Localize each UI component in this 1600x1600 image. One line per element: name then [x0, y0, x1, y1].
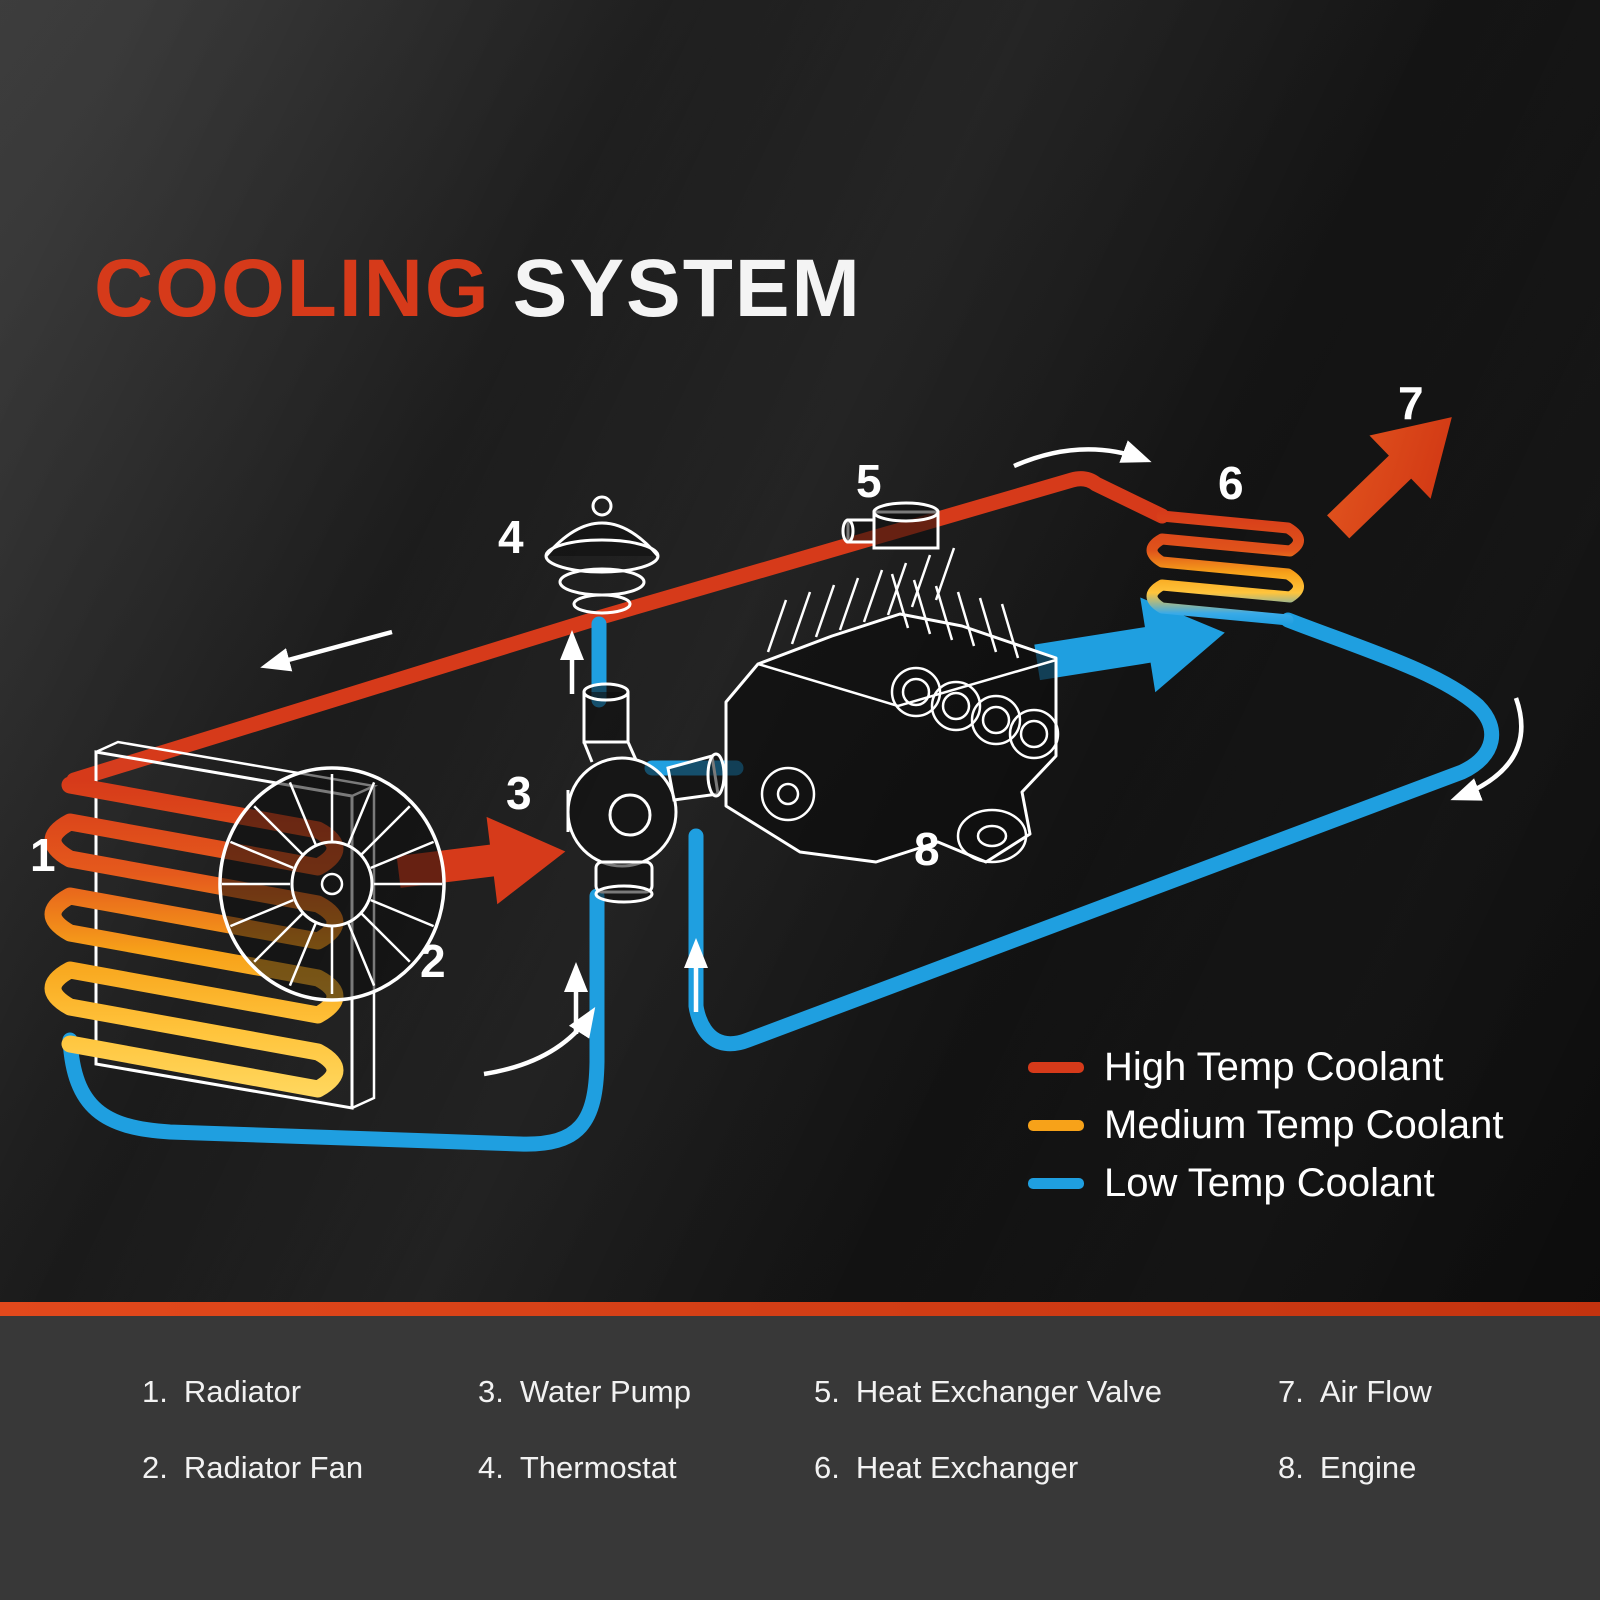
part-number: 5.: [814, 1374, 840, 1409]
flow-arrow-to-radiator-icon: [260, 629, 393, 672]
part-item-heat-exchanger-valve: 5. Heat Exchanger Valve: [814, 1374, 1278, 1422]
high-temp-coolant-pipe: [66, 471, 1170, 788]
diagram-number-thermostat: 4: [498, 511, 524, 563]
diagram-number-engine: 8: [914, 823, 940, 875]
flow-arrow-top-right-icon: [1013, 440, 1152, 469]
heat-exchanger: [1146, 510, 1304, 626]
part-name: Radiator: [183, 1374, 302, 1409]
medium-temp-swatch-icon: [1028, 1119, 1084, 1131]
part-number: 6.: [814, 1450, 840, 1485]
cool-flow-arrow: [1034, 597, 1225, 693]
part-item-air-flow: 7. Air Flow: [1278, 1374, 1600, 1422]
part-number: 4.: [478, 1450, 504, 1485]
part-number: 7.: [1278, 1374, 1304, 1409]
radiator-fan: [218, 766, 446, 1002]
part-number: 3.: [478, 1374, 504, 1409]
accent-divider: [0, 1302, 1600, 1316]
flow-arrow-bottom-icon: [483, 1006, 596, 1077]
flow-direction-arrows: [260, 440, 1524, 1077]
thermostat: [544, 495, 660, 615]
part-name: Radiator Fan: [183, 1450, 364, 1485]
high-temp-swatch-icon: [1028, 1061, 1084, 1073]
part-item-radiator-fan: 2. Radiator Fan: [142, 1450, 478, 1498]
legend-row-high-temp: High Temp Coolant: [1028, 1038, 1503, 1096]
diagram-number-water-pump: 3: [506, 767, 532, 819]
title-word-cooling: COOLING: [94, 243, 491, 334]
part-item-radiator: 1. Radiator: [142, 1374, 478, 1422]
part-name: Thermostat: [519, 1450, 677, 1485]
heat-exchanger-valve: [841, 501, 940, 550]
parts-list: 1. Radiator 2. Radiator Fan 3. Water Pum…: [0, 1316, 1600, 1600]
part-item-heat-exchanger: 6. Heat Exchanger: [814, 1450, 1278, 1498]
diagram-number-radiator: 1: [30, 829, 56, 881]
low-temp-swatch-icon: [1028, 1177, 1084, 1189]
part-item-thermostat: 4. Thermostat: [478, 1450, 814, 1498]
part-name: Heat Exchanger Valve: [855, 1374, 1163, 1409]
part-number: 1.: [142, 1374, 168, 1409]
part-name: Engine: [1319, 1450, 1417, 1485]
part-name: Heat Exchanger: [855, 1450, 1079, 1485]
part-number: 8.: [1278, 1450, 1304, 1485]
radiator-coil: [44, 776, 344, 1098]
diagram-number-heat-exchanger: 6: [1218, 457, 1244, 509]
parts-footer: 1. Radiator 2. Radiator Fan 3. Water Pum…: [0, 1302, 1600, 1600]
part-number: 2.: [142, 1450, 168, 1485]
part-item-water-pump: 3. Water Pump: [478, 1374, 814, 1422]
part-name: Air Flow: [1319, 1374, 1432, 1409]
air-flow-arrow: [1327, 417, 1452, 539]
engine: [724, 547, 1060, 864]
part-item-engine: 8. Engine: [1278, 1450, 1600, 1498]
legend-label: Medium Temp Coolant: [1104, 1102, 1504, 1147]
flow-arrow-return-icon: [1450, 697, 1524, 801]
legend-label: High Temp Coolant: [1104, 1044, 1444, 1089]
legend-row-medium-temp: Medium Temp Coolant: [1028, 1096, 1503, 1154]
legend-row-low-temp: Low Temp Coolant: [1028, 1154, 1503, 1212]
water-pump: [566, 682, 726, 904]
title-word-system: SYSTEM: [512, 243, 862, 334]
diagram-number-heat-exchanger-valve: 5: [856, 455, 882, 507]
legend-label: Low Temp Coolant: [1104, 1160, 1435, 1205]
legend: High Temp Coolant Medium Temp Coolant Lo…: [1028, 1038, 1503, 1212]
diagram-number-air-flow: 7: [1398, 377, 1424, 429]
diagram-number-radiator-fan: 2: [420, 935, 446, 987]
part-name: Water Pump: [519, 1374, 691, 1409]
